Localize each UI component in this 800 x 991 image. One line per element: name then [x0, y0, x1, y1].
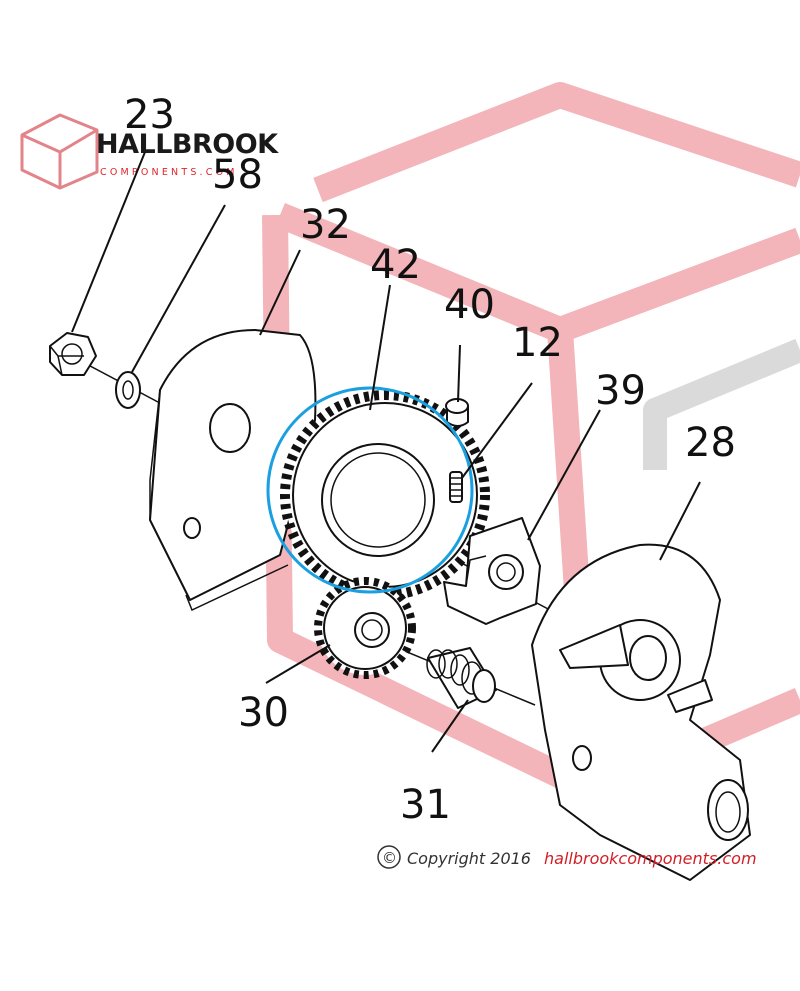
- logo-cube-icon: [20, 113, 99, 190]
- watermark-cube-gray: [643, 338, 800, 470]
- callout-28: 28: [685, 420, 736, 466]
- callout-32: 32: [300, 202, 351, 248]
- callout-23: 23: [124, 92, 175, 138]
- part-31-spring: [426, 647, 497, 709]
- copyright-notice: © Copyright 2016 hallbrookcomponents.com: [377, 845, 757, 869]
- logo-name: HALLBROOK: [96, 129, 279, 160]
- leader-lines: [71, 151, 701, 753]
- callout-58: 58: [212, 152, 263, 198]
- copyright-icon: [377, 845, 401, 869]
- callout-42: 42: [370, 242, 421, 288]
- callout-12: 12: [512, 320, 563, 366]
- part-12-set-screw: [449, 471, 463, 503]
- callout-labels: 23 58 32 42 40 12 39 28 30 31: [124, 92, 736, 828]
- part-32-plate: [149, 329, 317, 612]
- highlight-ring: [266, 386, 474, 594]
- part-28-bracket: [531, 543, 751, 881]
- callout-31: 31: [400, 782, 451, 828]
- logo-sub: COMPONENTS.COM: [100, 167, 238, 178]
- part-42-large-gear: [280, 390, 490, 600]
- callout-40: 40: [444, 282, 495, 328]
- callout-30: 30: [238, 690, 289, 736]
- part-30-small-gear: [314, 577, 416, 679]
- part-58-washer: [115, 371, 141, 409]
- callout-39: 39: [595, 368, 646, 414]
- copyright-symbol: ©: [382, 849, 397, 867]
- copyright-text: Copyright 2016: [407, 849, 531, 868]
- copyright-site: hallbrookcomponents.com: [544, 849, 757, 868]
- part-23-hex-nut: [49, 332, 97, 376]
- part-40-pin: [445, 398, 469, 427]
- brand-logo: HALLBROOK COMPONENTS.COM: [20, 113, 280, 190]
- part-39-cam: [443, 517, 541, 625]
